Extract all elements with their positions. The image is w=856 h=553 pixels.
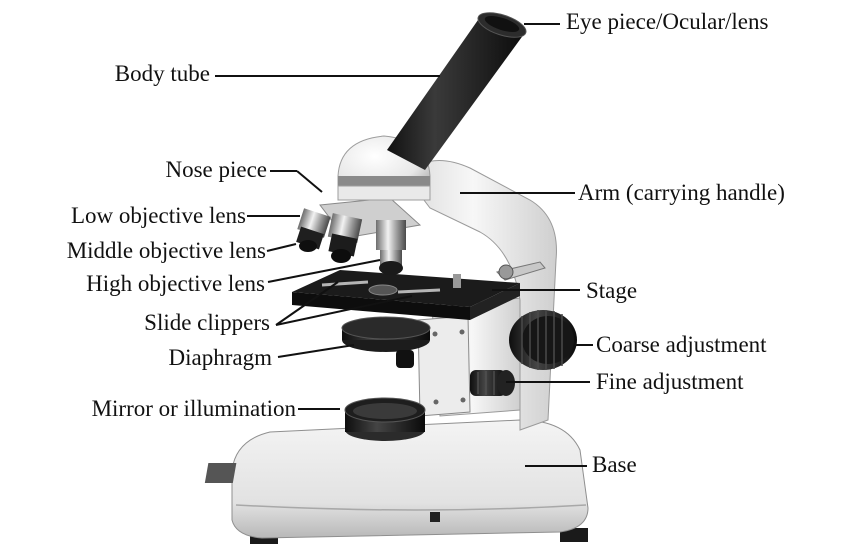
- label-eye-piece: Eye piece/Ocular/lens: [566, 9, 768, 35]
- label-mirror: Mirror or illumination: [92, 396, 296, 422]
- label-low-objective: Low objective lens: [71, 203, 246, 229]
- label-body-tube: Body tube: [115, 61, 210, 87]
- diaphragm-disc: [342, 317, 430, 368]
- label-nose-piece: Nose piece: [165, 157, 267, 183]
- leader-nose-piece-2: [297, 171, 322, 192]
- label-slide-clippers: Slide clippers: [144, 310, 270, 336]
- label-middle-objective: Middle objective lens: [67, 238, 266, 264]
- label-coarse-adjustment: Coarse adjustment: [596, 332, 767, 358]
- leader-diaphragm: [278, 345, 354, 357]
- label-stage: Stage: [586, 278, 637, 304]
- label-high-objective: High objective lens: [86, 271, 265, 297]
- label-arm: Arm (carrying handle): [578, 180, 785, 206]
- leader-middle-objective: [267, 244, 296, 251]
- coarse-knob: [509, 310, 577, 370]
- label-diaphragm: Diaphragm: [169, 345, 272, 371]
- body-tube: [387, 8, 529, 170]
- label-fine-adjustment: Fine adjustment: [596, 369, 744, 395]
- mirror-illuminator: [345, 398, 425, 441]
- label-base: Base: [592, 452, 637, 478]
